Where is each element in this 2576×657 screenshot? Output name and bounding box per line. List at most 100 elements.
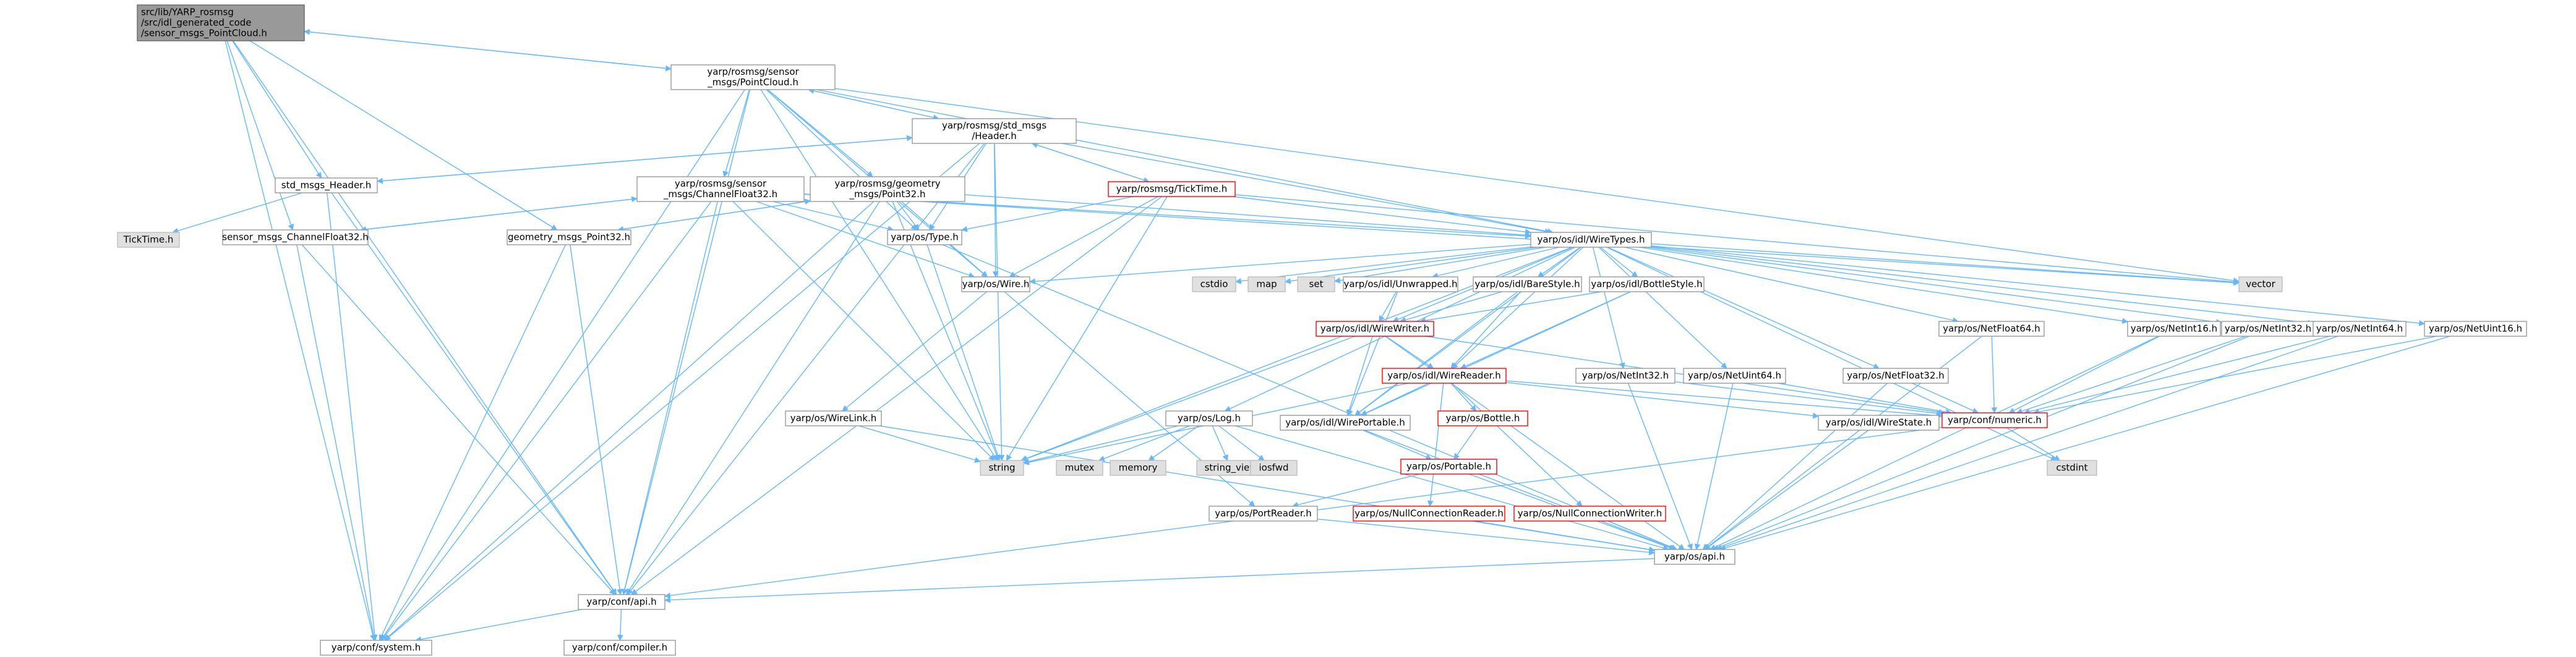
node-std_hdr-label-line-0: std_msgs_Header.h bbox=[281, 180, 372, 192]
node-netint32[interactable]: yarp/os/NetInt32.h bbox=[1575, 368, 1675, 384]
edge-netint32-to-numeric bbox=[1674, 381, 1943, 417]
node-portable-label-line-0: yarp/os/Portable.h bbox=[1406, 461, 1491, 472]
node-pt32-label-line-0: yarp/rosmsg/geometry bbox=[834, 178, 940, 189]
node-conf_api[interactable]: yarp/conf/api.h bbox=[578, 594, 665, 610]
edge-log-to-os_api bbox=[1235, 425, 1669, 551]
edge-header-to-conf_api bbox=[627, 143, 985, 595]
node-conf_system[interactable]: yarp/conf/system.h bbox=[320, 640, 432, 656]
edge-pc2-to-vector bbox=[834, 88, 2240, 284]
edge-pc2-to-pt32 bbox=[768, 89, 873, 177]
node-string_view-label-line-0: string_view bbox=[1204, 462, 1257, 474]
node-pt32-label-line-1: _msgs/Point32.h bbox=[849, 189, 926, 200]
edge-conf_api-to-conf_system bbox=[415, 609, 582, 643]
edge-netfloat32-to-numeric bbox=[1912, 383, 1979, 413]
node-bottlestyle[interactable]: yarp/os/idl/BottleStyle.h bbox=[1589, 276, 1705, 292]
node-numeric[interactable]: yarp/conf/numeric.h bbox=[1941, 412, 2048, 428]
node-netint64[interactable]: yarp/os/NetInt64.h bbox=[2313, 321, 2407, 337]
edge-netint32-to-os_api bbox=[1627, 383, 1693, 550]
node-wirestate[interactable]: yarp/os/idl/WireState.h bbox=[1818, 415, 1940, 431]
node-portreader[interactable]: yarp/os/PortReader.h bbox=[1209, 506, 1318, 522]
node-netuint64[interactable]: yarp/os/NetUint64.h bbox=[1683, 368, 1786, 384]
node-ticktime[interactable]: yarp/rosmsg/TickTime.h bbox=[1108, 181, 1236, 197]
node-numeric-label-line-0: yarp/conf/numeric.h bbox=[1948, 415, 2042, 426]
node-unwrapped-label-line-0: yarp/os/idl/Unwrapped.h bbox=[1344, 279, 1458, 290]
node-netint32-box bbox=[1575, 368, 1675, 384]
node-root[interactable]: src/lib/YARP_rosmsg/src/idl_generated_co… bbox=[137, 4, 305, 41]
node-wiretypes-label-line-0: yarp/os/idl/WireTypes.h bbox=[1537, 234, 1645, 245]
edge-chf32-to-type bbox=[772, 201, 894, 232]
node-nullconnreader[interactable]: yarp/os/NullConnectionReader.h bbox=[1353, 506, 1505, 522]
node-wirelink[interactable]: yarp/os/WireLink.h bbox=[785, 410, 882, 426]
edge-wirereader-to-nullconnreader bbox=[1427, 383, 1444, 507]
edge-chf32-to-string bbox=[732, 201, 995, 461]
node-gm_pt[interactable]: geometry_msgs_Point32.h bbox=[507, 229, 631, 245]
node-nullconnwriter-label-line-0: yarp/os/NullConnectionWriter.h bbox=[1518, 508, 1662, 519]
node-netuint16[interactable]: yarp/os/NetUint16.h bbox=[2424, 321, 2527, 337]
node-nullconnwriter[interactable]: yarp/os/NullConnectionWriter.h bbox=[1513, 506, 1666, 522]
node-barestyle[interactable]: yarp/os/idl/BareStyle.h bbox=[1473, 276, 1582, 292]
edge-os_api-to-conf_api bbox=[664, 558, 1655, 603]
node-mutex-box bbox=[1056, 460, 1103, 476]
node-unwrapped-box bbox=[1343, 276, 1458, 292]
edge-pt32-to-conf_system bbox=[383, 201, 875, 641]
edge-pt32-to-type bbox=[896, 201, 920, 231]
node-std_hdr[interactable]: std_msgs_Header.h bbox=[275, 177, 378, 193]
edge-std_hdr-to-tick_sys bbox=[172, 192, 302, 234]
edge-barestyle-to-wirewriter bbox=[1400, 291, 1502, 323]
node-wirewriter[interactable]: yarp/os/idl/WireWriter.h bbox=[1316, 321, 1434, 337]
node-pt32[interactable]: yarp/rosmsg/geometry_msgs/Point32.h bbox=[810, 176, 965, 202]
node-iosfwd: iosfwd bbox=[1250, 460, 1298, 476]
edge-barestyle-to-wirereader bbox=[1450, 291, 1521, 369]
node-cstdio-box bbox=[1192, 276, 1236, 292]
edge-root-to-gm_pt bbox=[249, 40, 558, 231]
node-netint32b[interactable]: yarp/os/NetInt32.h bbox=[2221, 321, 2315, 337]
node-bottle[interactable]: yarp/os/Bottle.h bbox=[1437, 410, 1528, 426]
node-netfloat32[interactable]: yarp/os/NetFloat32.h bbox=[1842, 368, 1949, 384]
node-cstdint-box bbox=[2047, 460, 2097, 476]
node-netint16-label-line-0: yarp/os/NetInt16.h bbox=[2131, 323, 2217, 334]
node-netuint64-box bbox=[1683, 368, 1786, 384]
node-pc2-label-line-0: yarp/rosmsg/sensor bbox=[707, 66, 799, 77]
edge-pc2-to-conf_system bbox=[380, 89, 745, 641]
edge-unwrapped-to-wirewriter bbox=[1379, 291, 1397, 322]
node-log[interactable]: yarp/os/Log.h bbox=[1165, 410, 1253, 426]
node-conf_compiler[interactable]: yarp/conf/compiler.h bbox=[563, 640, 676, 656]
edge-std_hdr-to-header bbox=[377, 135, 913, 182]
node-netfloat32-label-line-0: yarp/os/NetFloat32.h bbox=[1847, 370, 1945, 381]
node-memory: memory bbox=[1110, 460, 1166, 476]
node-netuint16-label-line-0: yarp/os/NetUint16.h bbox=[2429, 323, 2522, 334]
node-log-label-line-0: yarp/os/Log.h bbox=[1178, 413, 1241, 424]
node-wiretypes[interactable]: yarp/os/idl/WireTypes.h bbox=[1530, 232, 1652, 248]
node-type[interactable]: yarp/os/Type.h bbox=[887, 229, 962, 245]
node-portreader-label-line-0: yarp/os/PortReader.h bbox=[1215, 508, 1312, 519]
node-os_api[interactable]: yarp/os/api.h bbox=[1654, 549, 1735, 565]
node-sm_chf[interactable]: sensor_msgs_ChannelFloat32.h bbox=[222, 229, 369, 245]
edge-layer bbox=[172, 28, 2450, 643]
node-wireportable[interactable]: yarp/os/idl/WirePortable.h bbox=[1280, 415, 1411, 431]
edge-wirewriter-to-wireportable bbox=[1346, 336, 1373, 416]
node-unwrapped[interactable]: yarp/os/idl/Unwrapped.h bbox=[1343, 276, 1458, 292]
node-wirereader-label-line-0: yarp/os/idl/WireReader.h bbox=[1387, 370, 1501, 381]
node-netint16[interactable]: yarp/os/NetInt16.h bbox=[2127, 321, 2221, 337]
node-wirestate-label-line-0: yarp/os/idl/WireState.h bbox=[1826, 417, 1932, 428]
edge-ticktime-to-vector bbox=[1235, 194, 2240, 286]
node-wirereader[interactable]: yarp/os/idl/WireReader.h bbox=[1382, 368, 1507, 384]
edge-std_hdr-to-conf_system bbox=[327, 192, 378, 641]
edge-wirestate-to-os_api bbox=[1704, 430, 1869, 550]
node-chf32[interactable]: yarp/rosmsg/sensor_msgs/ChannelFloat32.h bbox=[636, 176, 805, 202]
node-wireportable-box bbox=[1280, 415, 1411, 431]
node-gm_pt-label-line-0: geometry_msgs_Point32.h bbox=[508, 232, 630, 244]
edge-chf32-to-conf_system bbox=[381, 201, 712, 641]
node-netfloat64[interactable]: yarp/os/NetFloat64.h bbox=[1938, 321, 2045, 337]
node-portable[interactable]: yarp/os/Portable.h bbox=[1400, 459, 1497, 475]
node-nullconnreader-box bbox=[1353, 506, 1505, 522]
node-pc2[interactable]: yarp/rosmsg/sensor_msgs/PointCloud.h bbox=[670, 64, 836, 90]
edge-wire-to-portreader bbox=[1004, 291, 1256, 507]
node-wire[interactable]: yarp/os/Wire.h bbox=[961, 276, 1030, 292]
edge-wiretypes-to-netfloat32 bbox=[1607, 247, 1880, 369]
edge-conf_api-to-conf_compiler bbox=[617, 609, 623, 641]
edge-wirelink-to-string bbox=[858, 425, 981, 463]
node-os_api-label-line-0: yarp/os/api.h bbox=[1664, 551, 1725, 562]
node-header[interactable]: yarp/rosmsg/std_msgs/Header.h bbox=[912, 118, 1077, 144]
node-root-box bbox=[137, 4, 305, 41]
